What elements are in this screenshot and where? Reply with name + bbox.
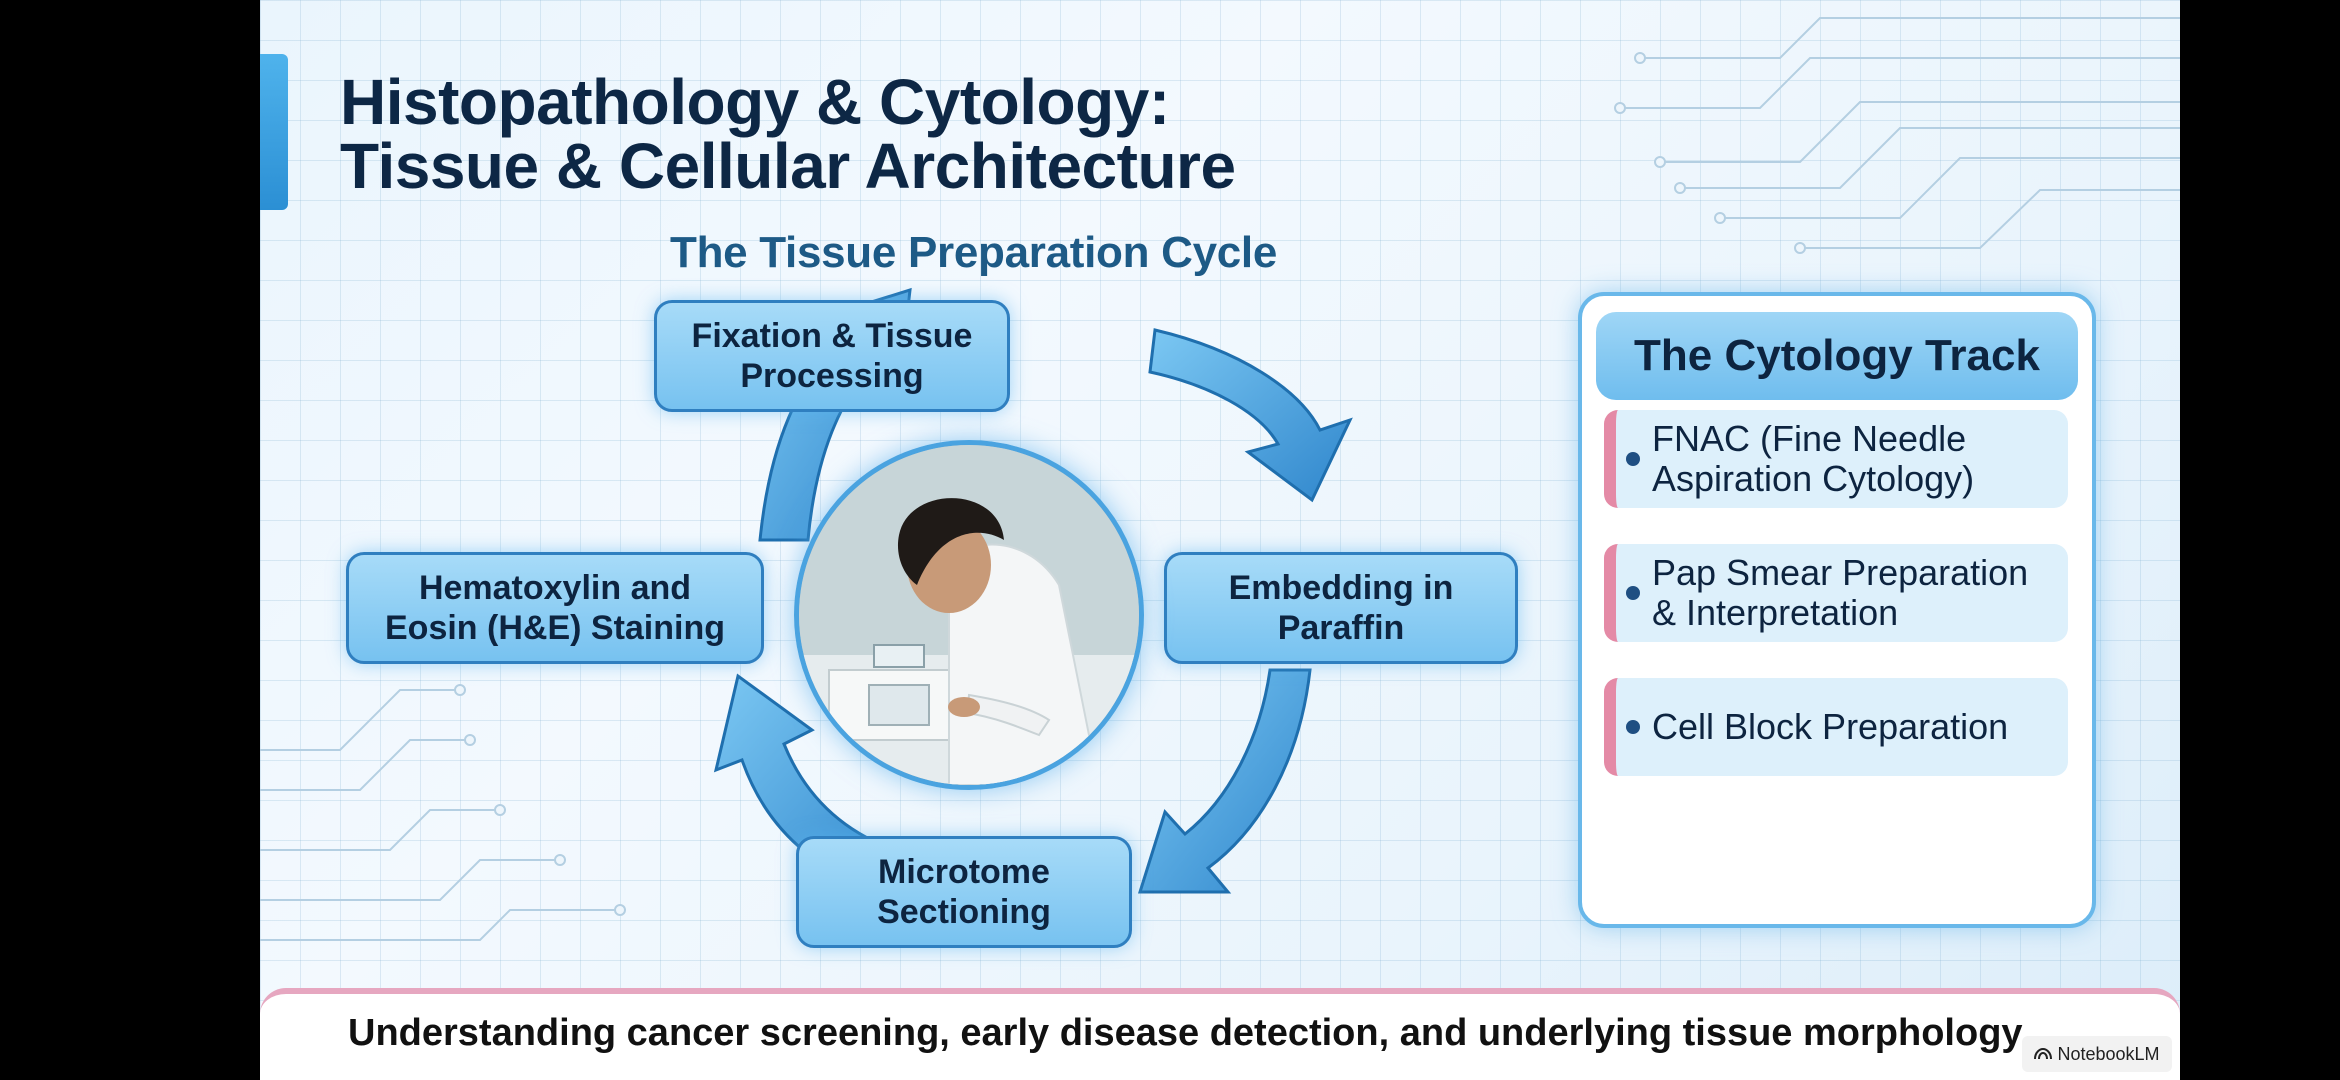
lab-technician-illustration bbox=[799, 445, 1139, 785]
cycle-step-microtome-line2: Sectioning bbox=[877, 893, 1051, 931]
cytology-item-fnac-line1: FNAC (Fine Needle bbox=[1652, 418, 1967, 459]
lab-technician-photo bbox=[794, 440, 1144, 790]
cycle-step-staining-line2: Eosin (H&E) Staining bbox=[385, 609, 725, 647]
title-accent-bar bbox=[260, 54, 288, 210]
footer-bar bbox=[260, 988, 2180, 1080]
slide-title-line2: Tissue & Cellular Architecture bbox=[340, 130, 1236, 202]
cycle-step-microtome: Microtome Sectioning bbox=[796, 836, 1132, 948]
bullet-dot-icon bbox=[1626, 586, 1640, 600]
cytology-item-fnac-line2: Aspiration Cytology) bbox=[1652, 458, 1975, 499]
cycle-subtitle: The Tissue Preparation Cycle bbox=[670, 228, 1278, 277]
notebooklm-watermark: NotebookLM bbox=[2022, 1036, 2172, 1072]
cycle-step-fixation: Fixation & Tissue Processing bbox=[654, 300, 1010, 412]
cytology-item-cell-block: Cell Block Preparation bbox=[1604, 678, 2068, 776]
bullet-dot-icon bbox=[1626, 452, 1640, 466]
cycle-step-microtome-line1: Microtome bbox=[878, 853, 1050, 891]
cycle-step-fixation-line2: Processing bbox=[740, 357, 924, 395]
cytology-item-fnac: FNAC (Fine Needle Aspiration Cytology) bbox=[1604, 410, 2068, 508]
cycle-step-embedding-line2: Paraffin bbox=[1277, 609, 1405, 647]
cytology-item-pap-smear-line1: Pap Smear Preparation bbox=[1652, 552, 2029, 593]
cycle-step-embedding-line1: Embedding in bbox=[1228, 569, 1454, 607]
watermark-label: NotebookLM bbox=[2057, 1043, 2160, 1064]
slide-title-line1: Histopathology & Cytology: bbox=[340, 66, 1170, 138]
cycle-step-embedding: Embedding in Paraffin bbox=[1164, 552, 1518, 664]
bullet-dot-icon bbox=[1626, 720, 1640, 734]
cycle-step-fixation-line1: Fixation & Tissue bbox=[691, 317, 973, 355]
notebooklm-logo-icon bbox=[2034, 1048, 2053, 1060]
circuit-decoration-bottom-left bbox=[260, 684, 626, 941]
slide-title: Histopathology & Cytology: Tissue & Cell… bbox=[340, 70, 1236, 198]
footer-tagline: Understanding cancer screening, early di… bbox=[348, 1012, 2023, 1054]
cycle-step-staining-line1: Hematoxylin and bbox=[418, 569, 692, 607]
cytology-item-cell-block-line1: Cell Block Preparation bbox=[1652, 706, 2009, 747]
cytology-track-title: The Cytology Track bbox=[1596, 312, 2078, 400]
circuit-decoration-top-right bbox=[1614, 17, 2180, 254]
cytology-item-pap-smear: Pap Smear Preparation & Interpretation bbox=[1604, 544, 2068, 642]
cycle-step-staining: Hematoxylin and Eosin (H&E) Staining bbox=[346, 552, 764, 664]
cytology-track-panel: The Cytology Track FNAC (Fine Needle Asp… bbox=[1578, 292, 2096, 928]
cytology-item-pap-smear-line2: & Interpretation bbox=[1652, 592, 1899, 633]
slide: Histopathology & Cytology: Tissue & Cell… bbox=[260, 0, 2180, 1080]
arrow-top-right bbox=[1148, 328, 1353, 503]
arrow-bottom-right bbox=[1137, 668, 1312, 894]
